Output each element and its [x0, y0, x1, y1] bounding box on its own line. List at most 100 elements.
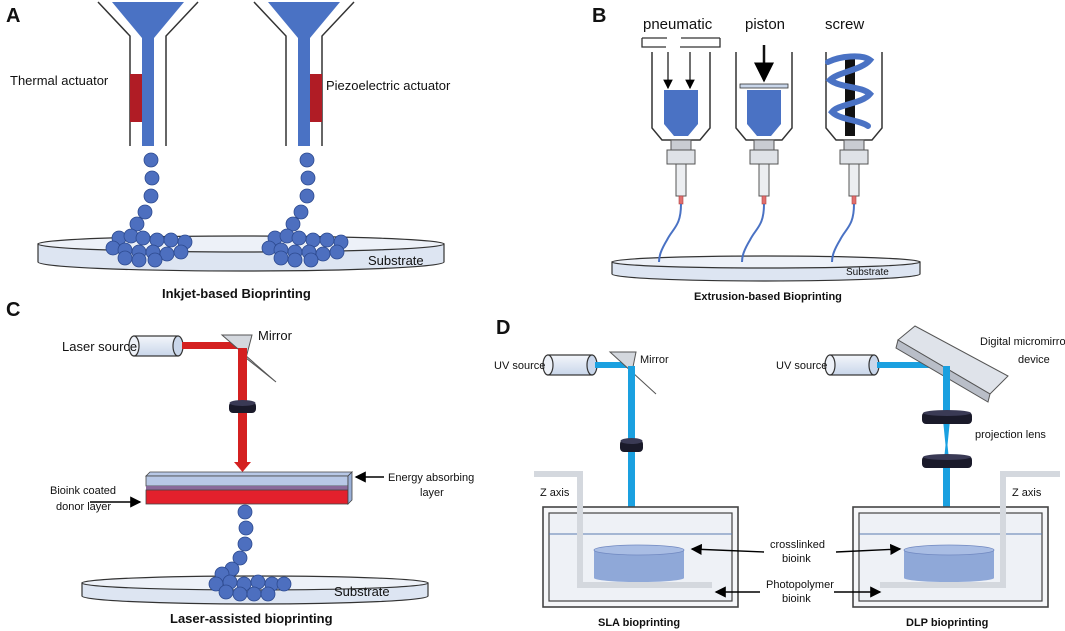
- uv-source-left-cylinder: [542, 354, 598, 376]
- screw-syringe: [825, 52, 883, 141]
- crosslinked-bioink-sla: [593, 544, 685, 582]
- panel-d: D UV source Mirror Z axis: [494, 317, 1065, 629]
- lens-c: [229, 400, 256, 413]
- bioink-droplet: [117, 250, 133, 266]
- syringe-tip-part: [831, 203, 855, 263]
- bioink-droplet: [218, 584, 234, 600]
- pneumatic-syringe: [641, 37, 721, 141]
- uv-source-label-right: UV source: [776, 360, 827, 372]
- caption-c: Laser-assisted bioprinting: [170, 611, 333, 626]
- syringe-tip-part: [753, 139, 775, 151]
- mirror-label-c: Mirror: [258, 328, 293, 343]
- syringe-tips: [658, 139, 869, 263]
- bioink-droplet: [131, 252, 147, 268]
- piezo-actuator-label: Piezoelectric actuator: [326, 78, 451, 93]
- bioink-droplet: [276, 576, 292, 592]
- bioink-droplet: [300, 170, 316, 186]
- syringe-tip-part: [741, 203, 765, 263]
- substrate-label-a: Substrate: [368, 253, 424, 268]
- bioink-droplet: [237, 504, 253, 520]
- syringe-tip-part: [666, 149, 696, 165]
- panel-letter-a: A: [6, 5, 20, 27]
- piezo-inkjet-nozzle: [253, 1, 355, 146]
- z-stage-sla: [534, 471, 712, 588]
- thermal-inkjet-nozzle: [97, 1, 199, 146]
- panel-letter-b: B: [592, 5, 606, 27]
- substrate-label-b: Substrate: [846, 267, 889, 278]
- caption-b: Extrusion-based Bioprinting: [694, 291, 842, 303]
- panel-c: C Laser source Mirror Energy absorbing: [6, 299, 474, 626]
- bioink-droplet: [135, 230, 151, 246]
- bioink-droplet: [137, 204, 153, 220]
- syringe-tip-part: [761, 195, 767, 205]
- droplets-thermal: [105, 152, 193, 268]
- energy-layer-label-2: layer: [420, 487, 444, 499]
- donor-layer-label-1: Bioink coated: [50, 485, 116, 497]
- bioink-droplet: [232, 586, 248, 602]
- bioink-droplet: [293, 204, 309, 220]
- bioink-droplet: [287, 252, 303, 268]
- panel-a: A Substrate Thermal actuator Piezoelectr…: [6, 1, 451, 301]
- piston-syringe: [735, 45, 793, 141]
- panel-b: B pneumatic piston screw Substrate: [592, 5, 921, 303]
- z-stage-dlp: [880, 471, 1060, 588]
- laser-source-cylinder: [128, 335, 184, 357]
- label-screw: screw: [825, 16, 864, 33]
- donor-layer-label-2: donor layer: [56, 501, 111, 513]
- uv-source-right-cylinder: [824, 354, 880, 376]
- bioink-droplet: [319, 232, 335, 248]
- syringe-tip-part: [839, 149, 869, 165]
- syringe-tip-part: [851, 195, 857, 205]
- substrate-label-c: Substrate: [334, 584, 390, 599]
- panel-letter-c: C: [6, 299, 20, 321]
- donor-slab: [145, 471, 353, 505]
- bioink-droplet: [163, 232, 179, 248]
- syringe-tip-part: [848, 163, 860, 197]
- thermal-actuator: [130, 74, 142, 122]
- syringe-tip-part: [749, 149, 779, 165]
- bioink-droplet: [291, 230, 307, 246]
- laser-beam-horizontal: [182, 342, 242, 349]
- bioink-droplet: [129, 216, 145, 232]
- bioink-droplet: [143, 152, 159, 168]
- dmd-label-1: Digital micromirror: [980, 336, 1065, 348]
- lens-sla: [620, 438, 643, 452]
- lens-dlp-lower: [922, 454, 972, 468]
- photopolymer-label-1: Photopolymer: [766, 579, 834, 591]
- lens-dlp-upper: [922, 410, 972, 424]
- droplets-piezo: [261, 152, 349, 268]
- caption-dlp: DLP bioprinting: [906, 617, 988, 629]
- z-axis-label-left: Z axis: [540, 487, 570, 499]
- mirror-label-d: Mirror: [640, 354, 669, 366]
- bioink-droplet: [144, 170, 160, 186]
- uv-source-label-left: UV source: [494, 360, 545, 372]
- uv-beam-sla: [628, 366, 635, 546]
- photopolymer-label-2: bioink: [782, 593, 811, 605]
- bioink-droplet: [237, 536, 253, 552]
- caption-sla: SLA bioprinting: [598, 617, 680, 629]
- bioink-droplet: [299, 152, 315, 168]
- dmd-label-2: device: [1018, 354, 1050, 366]
- bioink-droplet: [246, 586, 262, 602]
- bioink-droplet: [303, 252, 319, 268]
- crosslinked-label-2: bioink: [782, 553, 811, 565]
- label-piston: piston: [745, 16, 785, 33]
- bioink-droplet: [260, 586, 276, 602]
- bioink-droplet: [173, 244, 189, 260]
- label-pneumatic: pneumatic: [643, 16, 713, 33]
- bioink-droplet: [285, 216, 301, 232]
- bioink-droplet: [299, 188, 315, 204]
- thermal-actuator-label: Thermal actuator: [10, 73, 109, 88]
- laser-source-label: Laser source: [62, 339, 137, 354]
- substrate-b: [611, 255, 921, 282]
- droplets-laser: [208, 504, 292, 602]
- bioink-droplet: [329, 244, 345, 260]
- projection-lens-label: projection lens: [975, 429, 1046, 441]
- bioink-droplet: [143, 188, 159, 204]
- energy-layer-label-1: Energy absorbing: [388, 472, 474, 484]
- syringe-tip-part: [670, 139, 692, 151]
- crosslinked-bioink-dlp: [903, 544, 995, 582]
- piezo-actuator: [310, 74, 322, 122]
- syringe-tip-part: [678, 195, 684, 205]
